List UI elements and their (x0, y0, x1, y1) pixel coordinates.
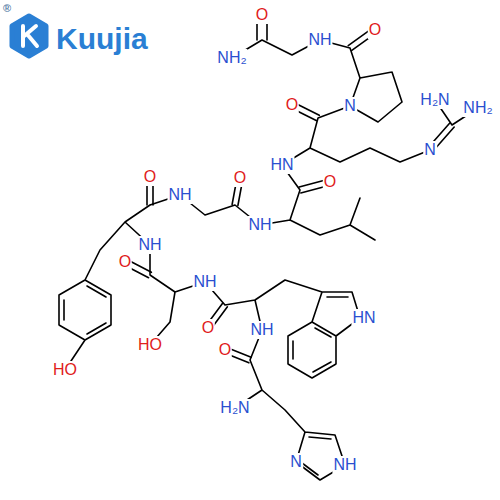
atom-label: O (368, 21, 382, 39)
atom-label: H₂N (219, 399, 250, 417)
single-bonds (59, 40, 478, 480)
atom-label: O (118, 253, 132, 271)
atom-label: O (323, 173, 337, 191)
atom-label: NH₂ (462, 99, 493, 117)
atom-label: O (218, 341, 232, 359)
atom-label: NH (192, 273, 217, 291)
atom-label: O (285, 96, 299, 114)
atom-label: N (423, 141, 437, 159)
atom-label: NH (167, 186, 192, 204)
atom-label: HO (52, 361, 78, 379)
atom-label: HN (351, 309, 376, 327)
atom-label: NH (137, 236, 162, 254)
atom-label: N (343, 97, 357, 115)
atom-label: HO (137, 336, 163, 354)
atom-label: NH (249, 321, 274, 339)
double-bonds (64, 18, 454, 475)
atom-label: NH (332, 456, 357, 474)
atom-label: NH (307, 31, 332, 49)
atom-label: O (143, 168, 157, 186)
atom-label: N (289, 453, 303, 471)
atom-label: O (233, 169, 247, 187)
atom-label: H₂N (419, 91, 450, 109)
atom-label: HN (269, 156, 294, 174)
registered-mark: ® (3, 3, 11, 14)
atom-label: O (201, 319, 215, 337)
atom-label: O (255, 6, 269, 24)
atom-label: NH₂ (216, 49, 247, 67)
atom-label: NH (247, 216, 272, 234)
kuujia-logo-icon (12, 16, 46, 56)
brand-name: Kuujia (56, 24, 148, 54)
